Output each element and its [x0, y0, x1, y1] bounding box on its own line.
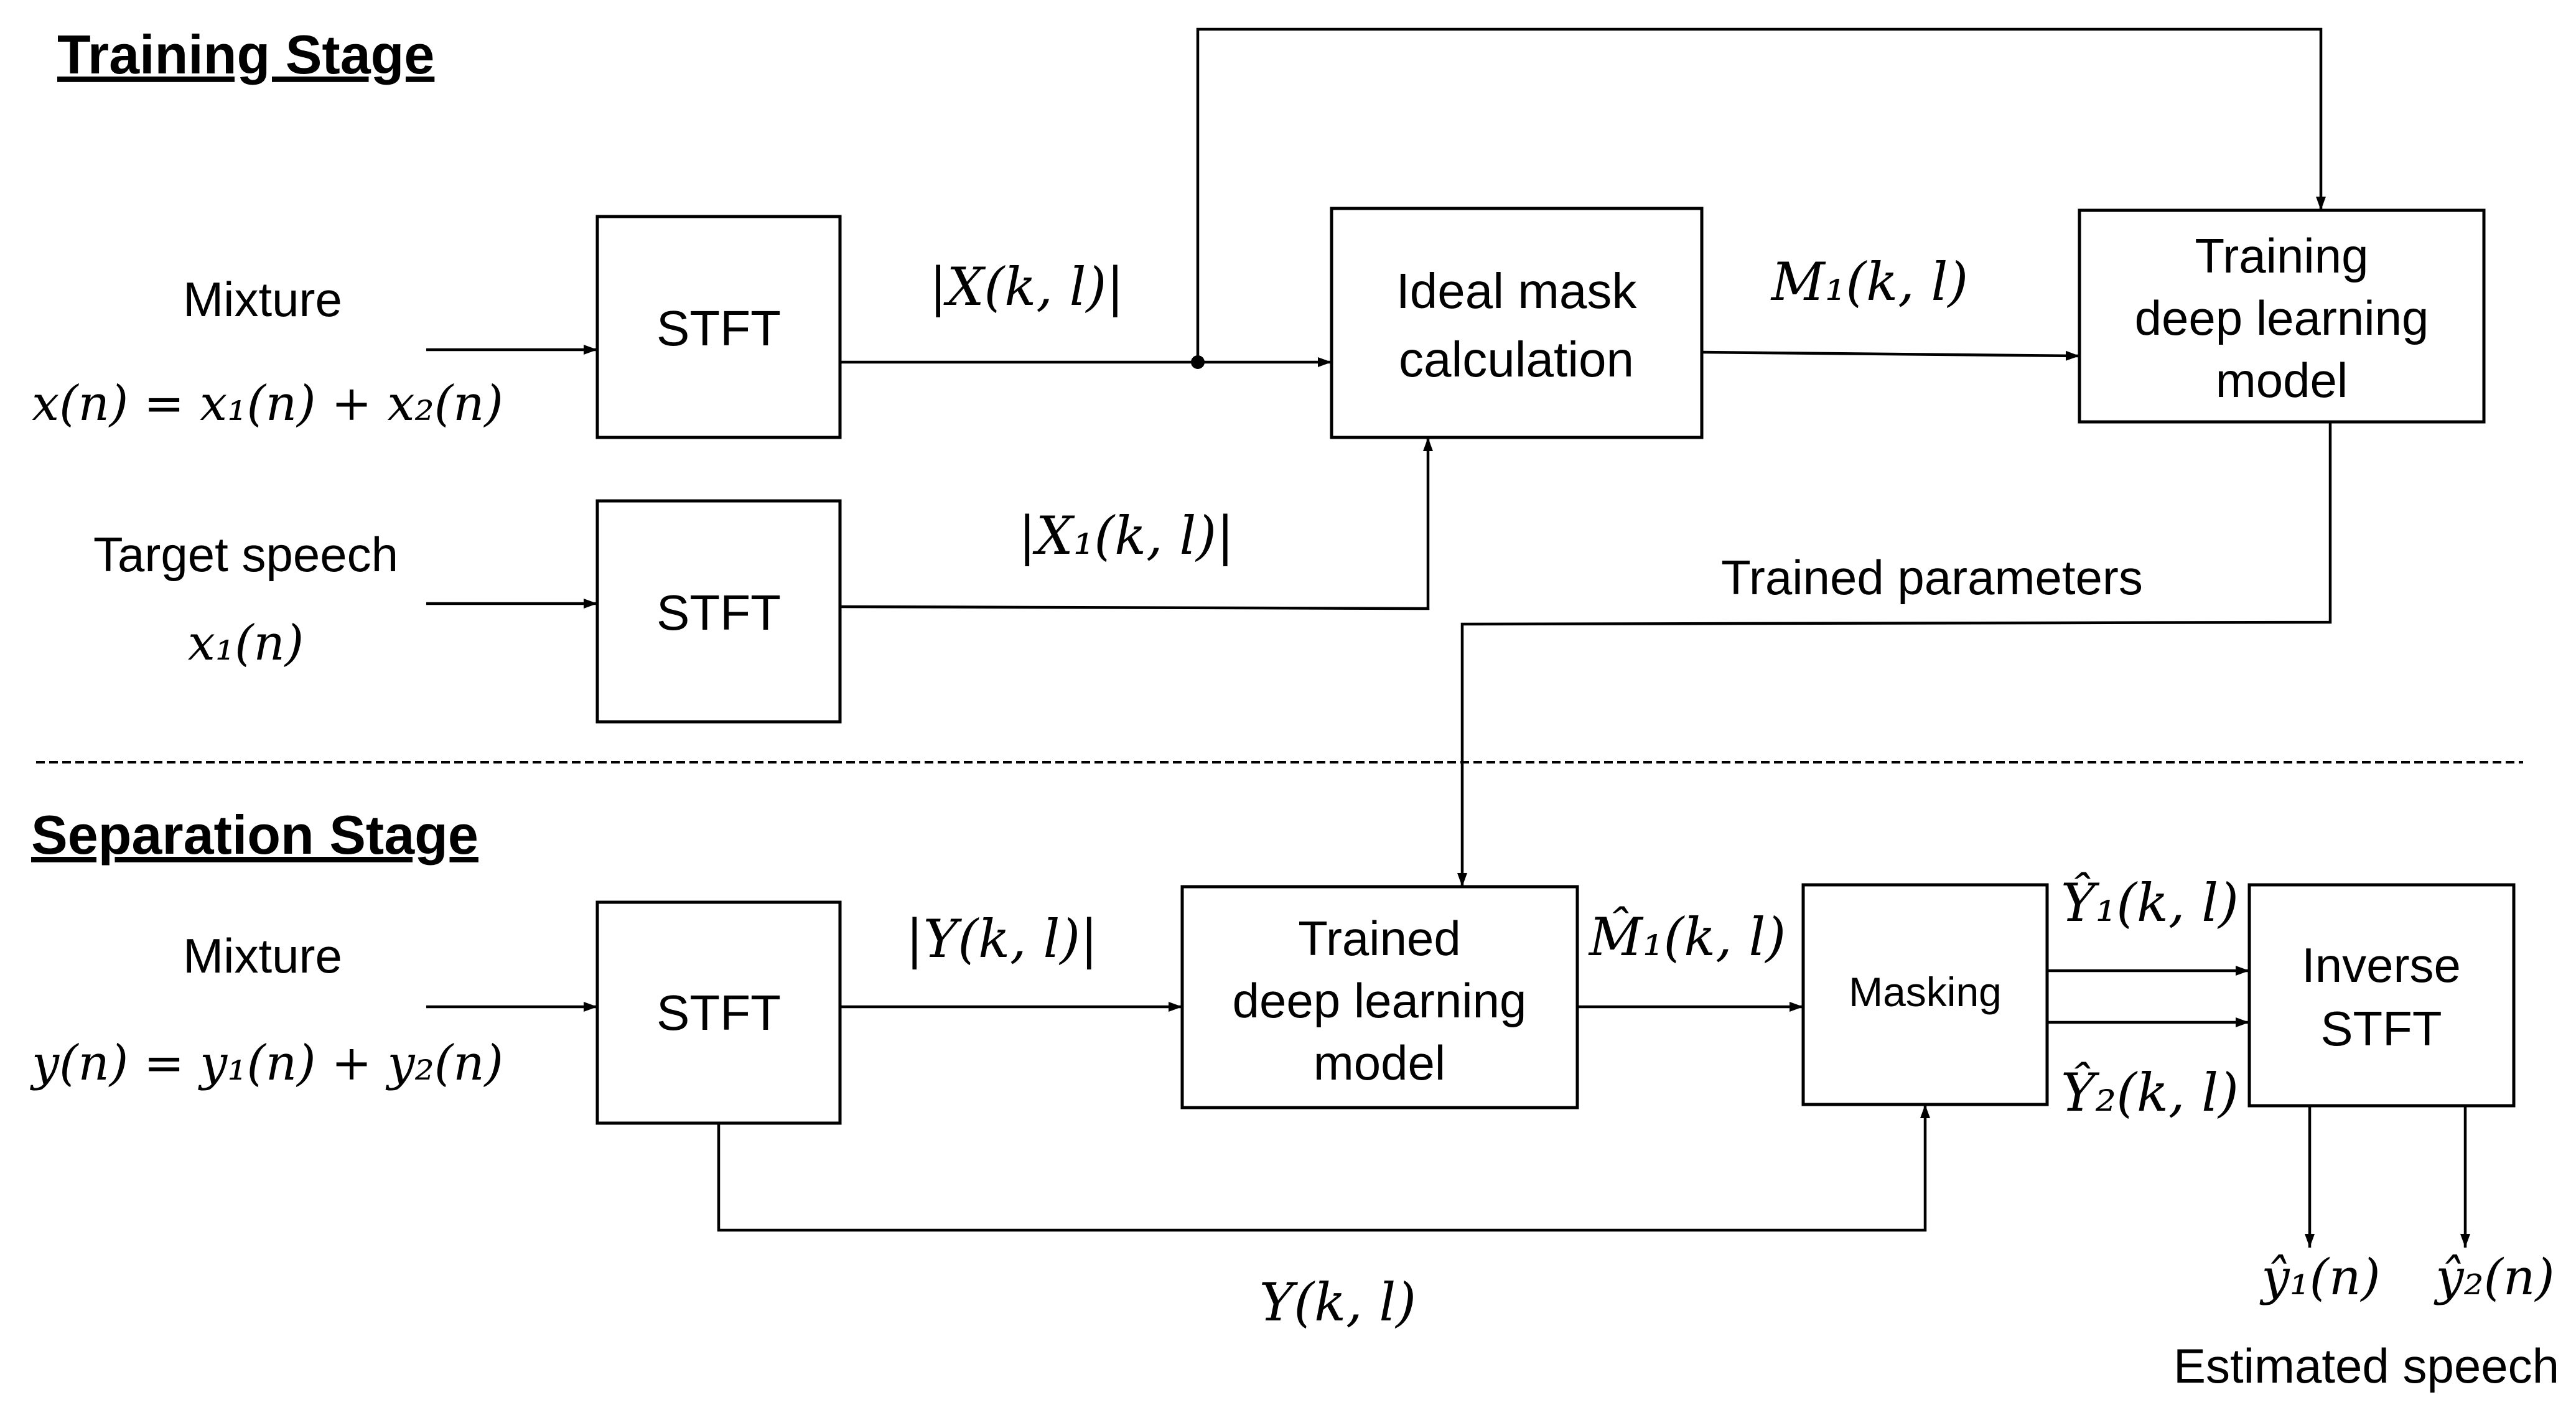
estimated-speech-label: Estimated speech	[2173, 1338, 2559, 1393]
separation-mixture-equation: y(n) = y₁(n) + y₂(n)	[30, 1035, 503, 1091]
inverse-stft-line2: STFT	[2321, 1001, 2442, 1056]
estimated-mask-label: M̂₁(k, l)	[1588, 907, 1786, 968]
trained-model-line3: model	[1314, 1035, 1445, 1090]
stft-separation-box	[595, 900, 842, 1125]
magnitude-x1-arrow	[839, 437, 1433, 610]
trained-model-line1: Trained	[1298, 911, 1461, 966]
inverse-stft-box	[2247, 883, 2516, 1108]
training-model-line3: model	[2216, 353, 2348, 408]
output-2-label: ŷ₂(n)	[2434, 1248, 2554, 1306]
magnitude-x1-label: |X₁(k, l)|	[1019, 505, 1234, 566]
target-speech-label: Target speech	[93, 527, 398, 582]
ideal-mask-line1: Ideal mask	[1396, 263, 1638, 319]
branch-to-training-model	[1196, 27, 2326, 362]
training-mixture-equation: x(n) = x₁(n) + x₂(n)	[32, 376, 503, 432]
stft-mixture-box	[595, 215, 842, 439]
training-stage-heading: Training Stage	[57, 24, 434, 85]
mask-output-label: M₁(k, l)	[1770, 251, 1968, 312]
training-model-line1: Training	[2195, 228, 2369, 283]
trained-model-line2: deep learning	[1233, 973, 1527, 1028]
complex-spectrum-path	[717, 1104, 1930, 1232]
inverse-stft-line1: Inverse	[2302, 938, 2461, 992]
output-1-label: ŷ₁(n)	[2259, 1248, 2380, 1306]
stft-separation-label: STFT	[656, 985, 781, 1040]
trained-parameters-label: Trained parameters	[1721, 550, 2143, 605]
magnitude-y-label: |Y(k, l)|	[906, 908, 1098, 969]
mask-output-arrow	[1701, 350, 2080, 361]
training-model-line2: deep learning	[2135, 291, 2429, 345]
training-mixture-label: Mixture	[183, 272, 342, 327]
training-model-box	[2078, 208, 2486, 424]
stft-target-label: STFT	[656, 585, 781, 640]
ideal-mask-box	[1330, 207, 1704, 439]
separation-stage-heading: Separation Stage	[31, 804, 478, 866]
y2-hat-label: Ŷ₂(k, l)	[2061, 1062, 2239, 1123]
separation-mixture-label: Mixture	[183, 928, 342, 983]
trained-model-box	[1180, 885, 1579, 1109]
y1-hat-label: Ŷ₁(k, l)	[2061, 872, 2239, 933]
stft-mixture-label: STFT	[656, 301, 781, 356]
ideal-mask-line2: calculation	[1399, 332, 1634, 387]
trained-parameters-arrow	[1457, 422, 2332, 887]
masking-box	[1801, 883, 2049, 1106]
magnitude-x-label: |X(k, l)|	[929, 256, 1124, 317]
target-speech-equation: x₁(n)	[188, 615, 304, 671]
stft-target-box	[595, 499, 842, 724]
masking-label: Masking	[1849, 969, 2002, 1015]
complex-spectrum-label: Y(k, l)	[1259, 1272, 1416, 1333]
